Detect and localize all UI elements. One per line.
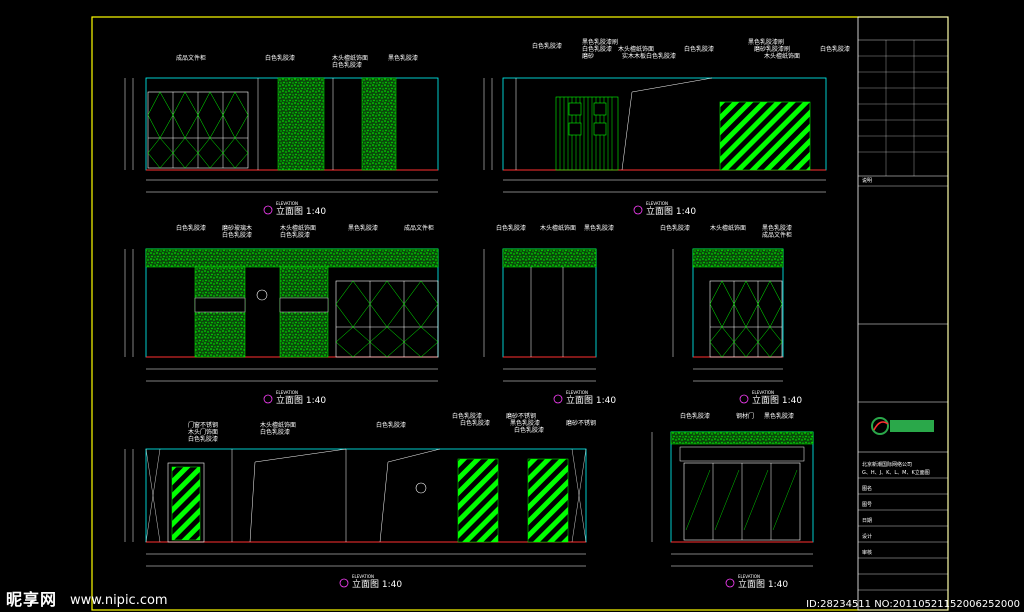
elevation-6 — [124, 448, 587, 567]
note-e6-9: 黑色乳胶漆 — [510, 419, 540, 427]
scale-label-5: 立面图 1:40 — [752, 394, 802, 406]
tb-row-4: 设计 — [862, 533, 872, 540]
note-e6-6: 白色乳胶漆 — [452, 412, 482, 420]
note-e6-2: 白色乳胶漆 — [188, 435, 218, 443]
note-e3-4: 白色乳胶漆 — [280, 231, 310, 239]
note-e5-3: 成品文件柜 — [762, 231, 792, 239]
note-e3-3: 木头檀纸饰面 — [280, 224, 316, 232]
note-e6-8: 磨砂不锈钢 — [506, 412, 536, 420]
watermark-site: www.nipic.com — [70, 593, 168, 608]
scale-code-7: ELEVATION — [738, 574, 760, 579]
note-e3-2: 白色乳胶漆 — [222, 231, 252, 239]
note-e3-0: 白色乳胶漆 — [176, 224, 206, 232]
scale-code-5: ELEVATION — [752, 390, 774, 395]
company-logo — [890, 420, 934, 432]
tb-company-1: G、H、J、K、L、M、K立面图 — [862, 469, 930, 476]
note-e1-3: 白色乳胶漆 — [332, 61, 362, 69]
scale-code-6: ELEVATION — [352, 574, 374, 579]
elevation-7 — [651, 431, 814, 567]
watermark-logo: 昵享网 — [6, 590, 58, 609]
tb-row-1: 图名 — [862, 485, 872, 492]
note-e2-8: 磨砂乳胶漆刷 — [754, 45, 790, 53]
elevation-5 — [672, 248, 784, 382]
note-e2-0: 白色乳胶漆 — [532, 42, 562, 50]
scale-label-2: 立面图 1:40 — [646, 205, 696, 217]
note-e3-1: 磨砂玻璃木 — [222, 224, 252, 232]
note-e2-4: 木头檀纸饰面 — [618, 45, 654, 53]
note-e6-7: 白色乳胶漆 — [460, 419, 490, 427]
scale-label-4: 立面图 1:40 — [566, 394, 616, 406]
tb-row-2: 图号 — [862, 502, 872, 508]
elevation-2 — [483, 77, 827, 193]
scale-code-4: ELEVATION — [566, 390, 588, 395]
note-e3-5: 黑色乳胶漆 — [348, 224, 378, 232]
note-e6-0: 门窗不锈钢 — [188, 421, 218, 429]
note-e5-1: 木头檀纸饰面 — [710, 224, 746, 232]
annotations: 成品文件柜 白色乳胶漆 木头檀纸饰面 白色乳胶漆 黑色乳胶漆 白色乳胶漆 黑色乳… — [176, 38, 850, 443]
note-e5-2: 黑色乳胶漆 — [762, 224, 792, 232]
image-id: ID:28234511 NO:20110521152006252000 — [806, 599, 1020, 610]
note-e6-1: 木头门饰面 — [188, 428, 218, 436]
note-e1-1: 白色乳胶漆 — [265, 54, 295, 62]
note-e6-3: 木头檀纸饰面 — [260, 421, 296, 429]
title-block-frame — [857, 16, 949, 611]
note-e1-0: 成品文件柜 — [176, 54, 206, 62]
note-e2-9: 木头檀纸饰面 — [764, 52, 800, 60]
note-e2-2: 白色乳胶漆 — [582, 45, 612, 53]
note-e7-1: 钢材门 — [736, 412, 754, 420]
elevation-1 — [124, 77, 439, 193]
note-e2-10: 白色乳胶漆 — [820, 45, 850, 53]
scale-code-3: ELEVATION — [276, 390, 298, 395]
title-block: 说明 北京新潮国际网络公司 G、H、J、K、L、M、K立面图 图名 图号 日期 … — [858, 39, 948, 591]
scale-label-3: 立面图 1:40 — [276, 394, 326, 406]
note-e3-6: 成品文件柜 — [404, 224, 434, 232]
note-e6-4: 白色乳胶漆 — [260, 428, 290, 436]
note-e7-2: 黑色乳胶漆 — [764, 412, 794, 420]
tb-row-5: 审核 — [862, 549, 872, 556]
note-e2-6: 白色乳胶漆 — [684, 45, 714, 53]
elevation-3 — [124, 248, 439, 382]
note-e2-3: 磨砂 — [582, 52, 594, 60]
note-e6-5: 白色乳胶漆 — [376, 421, 406, 429]
note-e4-0: 白色乳胶漆 — [496, 224, 526, 232]
note-e2-7: 黑色乳胶漆刷 — [748, 38, 784, 46]
elevation-4 — [483, 248, 597, 382]
note-e2-1: 黑色乳胶漆刷 — [582, 38, 618, 46]
note-e6-10: 白色乳胶漆 — [514, 426, 544, 434]
scale-label-1: 立面图 1:40 — [276, 205, 326, 217]
note-e6-11: 磨砂不锈钢 — [566, 419, 596, 427]
note-e7-0: 白色乳胶漆 — [680, 412, 710, 420]
scale-labels: 立面图 1:40 ELEVATION 立面图 1:40 ELEVATION 立面… — [263, 201, 802, 590]
note-e2-5: 实木木板白色乳胶漆 — [622, 52, 676, 60]
note-e4-1: 木头檀纸饰面 — [540, 224, 576, 232]
note-e5-0: 白色乳胶漆 — [660, 224, 690, 232]
scale-code-1: ELEVATION — [276, 201, 298, 206]
scale-label-7: 立面图 1:40 — [738, 578, 788, 590]
note-e1-2: 木头檀纸饰面 — [332, 54, 368, 62]
note-e1-4: 黑色乳胶漆 — [388, 54, 418, 62]
tb-row-0: 说明 — [862, 177, 872, 184]
tb-company-0: 北京新潮国际网络公司 — [862, 461, 912, 468]
note-e4-2: 黑色乳胶漆 — [584, 224, 614, 232]
tb-row-3: 日期 — [862, 518, 872, 524]
scale-code-2: ELEVATION — [646, 201, 668, 206]
scale-label-6: 立面图 1:40 — [352, 578, 402, 590]
